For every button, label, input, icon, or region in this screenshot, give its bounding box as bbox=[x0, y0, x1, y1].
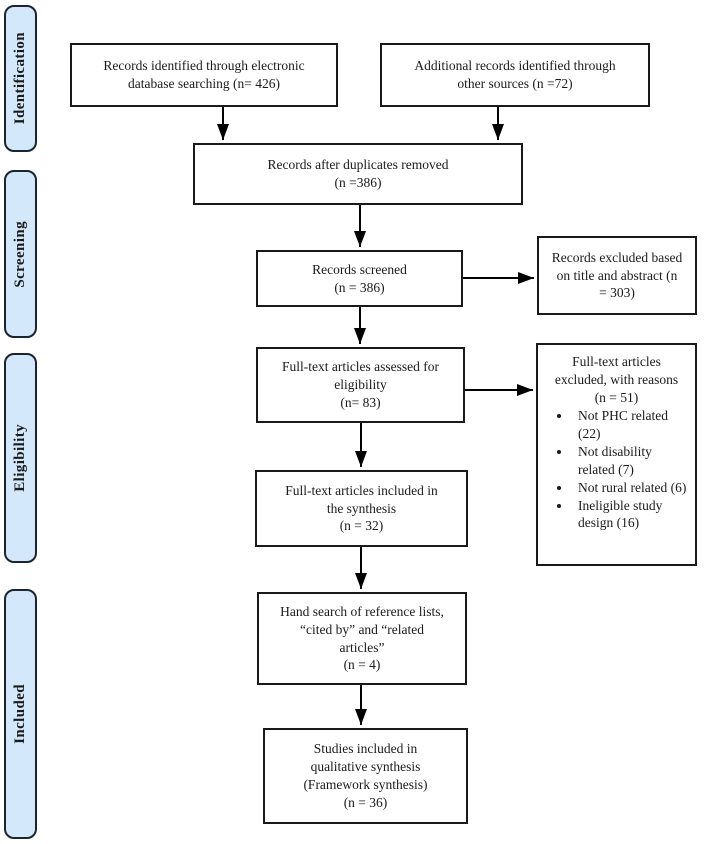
stage-label-eligibility: Eligibility bbox=[4, 353, 37, 563]
box-text-line: Full-text articles assessed for bbox=[281, 359, 440, 375]
box-text-line: Hand search of reference lists, bbox=[280, 603, 444, 619]
box-duplicates-removed: Records after duplicates removed (n =386… bbox=[193, 143, 523, 205]
box-text-line: = 303) bbox=[599, 285, 635, 301]
box-text-line: Records excluded based bbox=[551, 249, 683, 265]
box-text-line: Records after duplicates removed bbox=[267, 157, 449, 173]
box-fulltext-assessed: Full-text articles assessed for eligibil… bbox=[256, 347, 465, 423]
box-text-line: on title and abstract (n bbox=[556, 267, 678, 283]
stage-label-text: Screening bbox=[12, 220, 28, 288]
exclusion-reason-item: Not rural related (6) bbox=[572, 479, 687, 497]
stage-label-identification: Identification bbox=[4, 5, 37, 152]
box-text-line: (n= 83) bbox=[340, 394, 381, 410]
stage-label-text: Eligibility bbox=[12, 424, 28, 492]
box-text-line: Records identified through electronic bbox=[103, 58, 305, 74]
box-additional-records: Additional records identified through ot… bbox=[380, 43, 650, 107]
box-text-line: (Framework synthesis) bbox=[303, 777, 428, 792]
box-text-line: other sources (n =72) bbox=[457, 76, 573, 91]
box-excluded-title-abstract: Records excluded based on title and abst… bbox=[537, 236, 697, 315]
box-studies-included: Studies included in qualitative synthesi… bbox=[263, 728, 468, 824]
box-text-line: qualitative synthesis bbox=[310, 759, 421, 775]
box-text-line: (n = 36) bbox=[343, 794, 388, 810]
box-text-line: excluded, with reasons bbox=[554, 371, 679, 387]
box-records-screened: Records screened (n = 386) bbox=[256, 250, 463, 307]
box-text-line: (n = 386) bbox=[334, 279, 385, 295]
stage-label-included: Included bbox=[4, 589, 37, 839]
stage-label-screening: Screening bbox=[4, 170, 37, 338]
box-hand-search: Hand search of reference lists, “cited b… bbox=[257, 592, 467, 685]
stage-label-text: Included bbox=[12, 684, 28, 744]
box-fulltext-excluded-reasons: Full-text articles excluded, with reason… bbox=[536, 343, 697, 566]
box-text-line: the synthesis bbox=[326, 500, 397, 516]
exclusion-reason-item: Ineligible study design (16) bbox=[572, 497, 687, 533]
box-text-line: Additional records identified through bbox=[414, 58, 616, 74]
box-text-line: Full-text articles bbox=[572, 354, 661, 369]
exclusion-reasons-list: Not PHC related (22) Not disability rela… bbox=[542, 407, 691, 532]
box-text-line: database searching (n= 426) bbox=[128, 76, 280, 91]
box-text-line: Full-text articles included in bbox=[285, 482, 438, 498]
box-text-line: (n = 32) bbox=[339, 518, 384, 534]
box-records-identified: Records identified through electronic da… bbox=[70, 43, 338, 107]
exclusion-reason-item: Not PHC related (22) bbox=[572, 407, 687, 443]
box-text-line: (n = 51) bbox=[594, 389, 639, 405]
box-text-line: (n = 4) bbox=[343, 657, 381, 673]
box-text-line: “cited by” and “related bbox=[299, 621, 425, 637]
box-text-line: Records screened bbox=[312, 261, 407, 277]
exclusion-reason-item: Not disability related (7) bbox=[572, 443, 687, 479]
box-text-line: articles” bbox=[339, 639, 385, 655]
box-fulltext-included: Full-text articles included in the synth… bbox=[255, 470, 468, 547]
box-text-line: (n =386) bbox=[334, 175, 382, 190]
stage-label-text: Identification bbox=[12, 32, 28, 125]
box-text-line: Studies included in bbox=[313, 741, 418, 757]
box-text-line: eligibility bbox=[334, 377, 387, 393]
